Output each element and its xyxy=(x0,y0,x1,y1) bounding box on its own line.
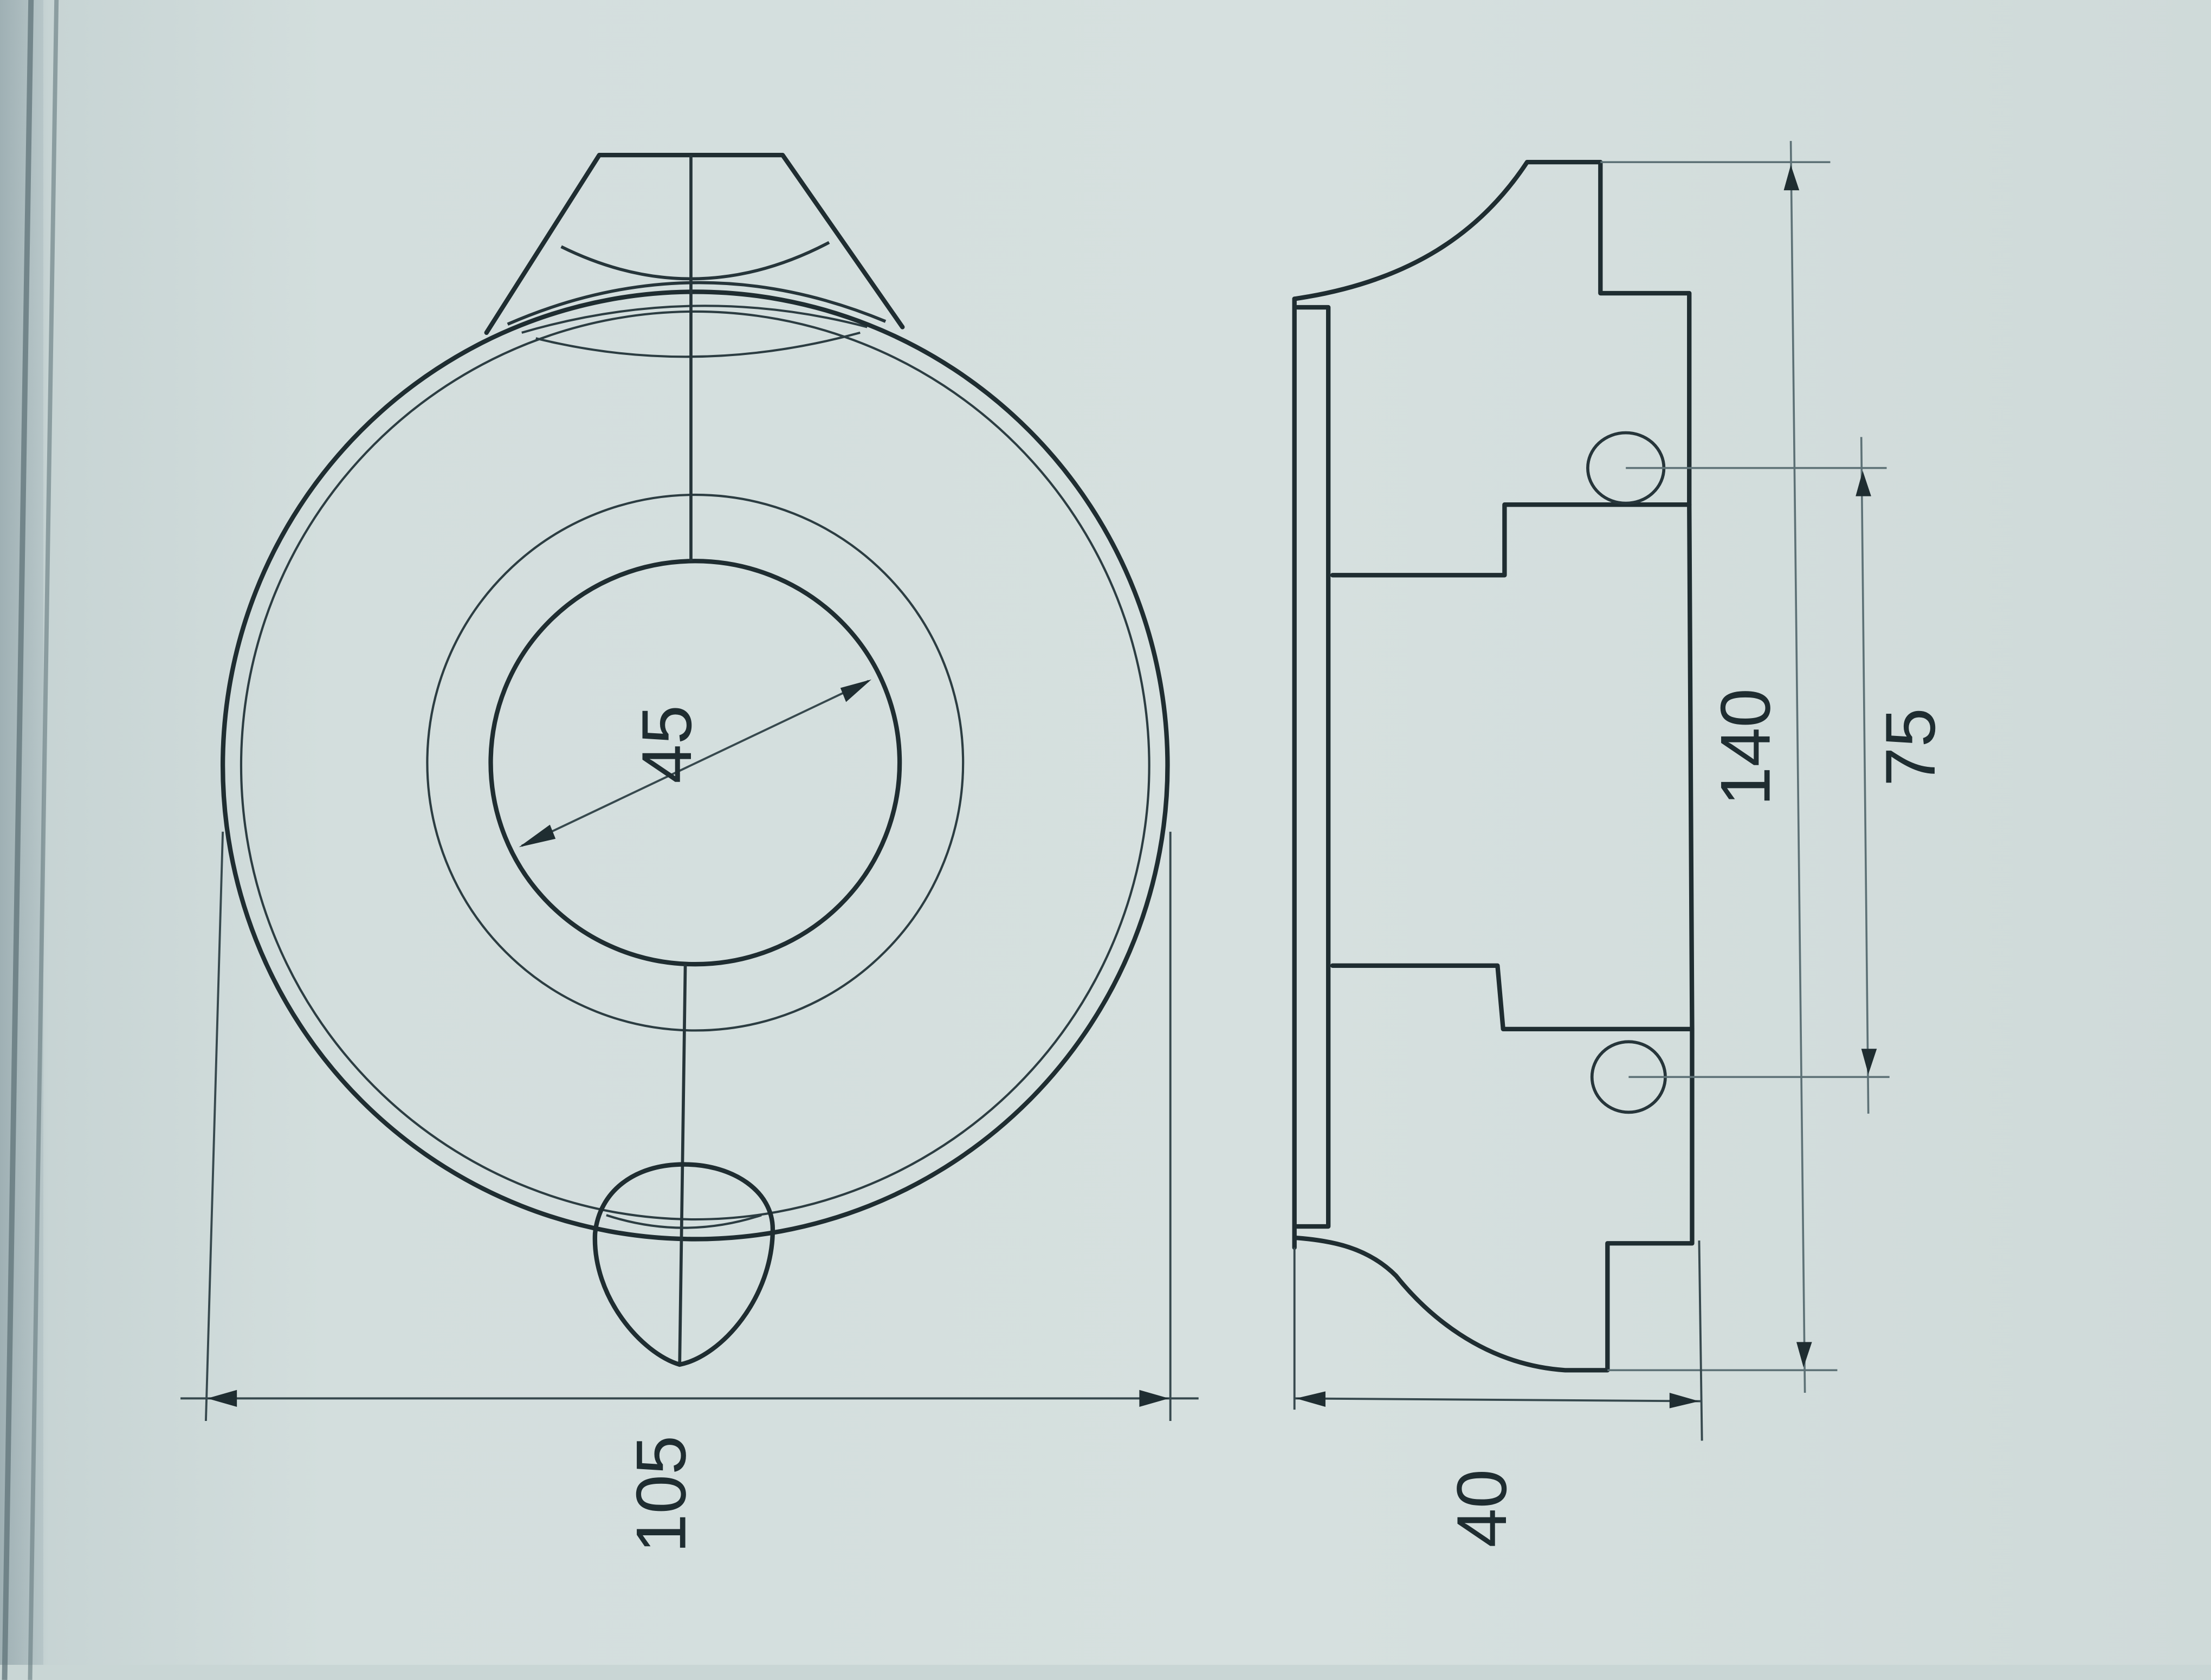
dimension-label-hole-spacing: 75 xyxy=(1871,708,1950,786)
dimension-label-width: 105 xyxy=(622,1436,701,1553)
flange-inner xyxy=(1295,305,1331,1229)
bore-dimension-line xyxy=(521,680,869,847)
bearing-ring xyxy=(426,493,965,1032)
hole-spacing-dimension-line xyxy=(1860,437,1870,1114)
teardrop-tab xyxy=(592,1162,775,1367)
bore-edge xyxy=(1687,502,1695,1032)
extension-line-left xyxy=(204,831,224,1421)
lower-profile xyxy=(1292,963,1695,1373)
outer-rim xyxy=(220,289,1170,1242)
arrow-icon xyxy=(1139,1390,1169,1407)
spout-junction-arc-lower xyxy=(521,305,868,358)
side-section-view: 140 75 40 xyxy=(1292,141,1950,1548)
inner-rim xyxy=(240,310,1150,1221)
arrow-icon xyxy=(1856,470,1871,496)
arrow-icon xyxy=(1861,1049,1877,1075)
teardrop-arc xyxy=(606,1214,762,1229)
spout-junction-arc-upper xyxy=(507,281,887,326)
arrow-icon xyxy=(1783,165,1800,191)
arrow-icon xyxy=(1296,1391,1326,1407)
arrow-icon xyxy=(1669,1392,1699,1408)
front-view: 45 105 xyxy=(180,152,1199,1553)
arrow-icon xyxy=(519,824,556,848)
spout-arc xyxy=(560,241,830,281)
dimension-label-thickness: 40 xyxy=(1442,1469,1521,1548)
thickness-dimension-line xyxy=(1294,1397,1701,1403)
arrow-icon xyxy=(1796,1342,1812,1368)
extension-line-thickness-right xyxy=(1698,1240,1703,1441)
upper-profile xyxy=(1292,159,1692,578)
arrow-icon xyxy=(207,1390,237,1407)
bore-circle xyxy=(488,559,902,967)
length-dimension-line xyxy=(1789,141,1806,1393)
dimension-label-bore: 45 xyxy=(627,705,706,784)
arrow-icon xyxy=(840,679,872,702)
dimension-label-length: 140 xyxy=(1706,688,1785,806)
